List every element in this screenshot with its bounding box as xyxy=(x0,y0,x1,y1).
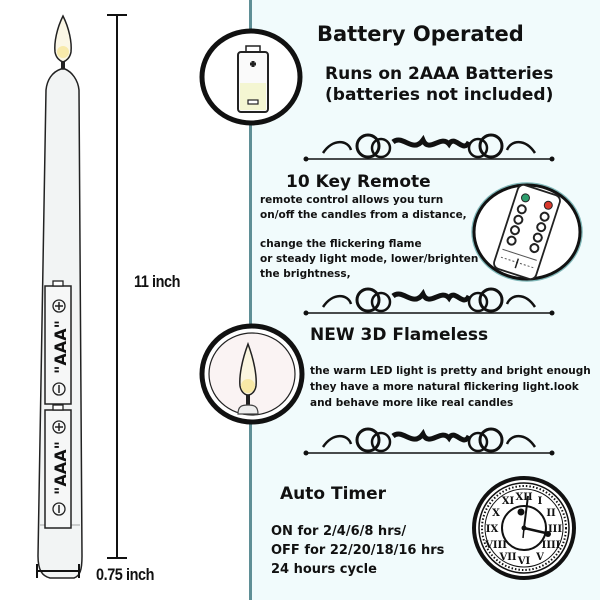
clock-icon: XII I II III IIII V VI VII VIII IX X XI xyxy=(472,476,576,580)
remote-line-1: remote control allows you turn xyxy=(260,194,444,206)
remote-title: 10 Key Remote xyxy=(286,172,431,192)
clock-numeral-xii: XII xyxy=(515,492,532,503)
battery-2-label: "AAA" xyxy=(51,441,70,495)
flameless-line-3: and behave more like real candles xyxy=(310,397,514,409)
timer-line-3: 24 hours cycle xyxy=(271,562,377,577)
taper-candle-illustration: "AAA" "AAA" xyxy=(36,14,127,579)
clock-numeral-x: X xyxy=(492,508,500,519)
height-label: 11 inch xyxy=(134,272,181,291)
clock-numeral-ix: IX xyxy=(486,524,499,535)
clock-numeral-xi: XI xyxy=(502,496,515,507)
battery-subtitle-line2: (batteries not included) xyxy=(325,85,554,105)
decorative-ornament-divider xyxy=(303,427,555,456)
clock-numeral-viii: VIII xyxy=(484,540,507,551)
remote-line-2: on/off the candles from a distance, xyxy=(260,209,467,221)
clock-numeral-v: V xyxy=(535,552,544,563)
width-dimension-line xyxy=(36,564,80,578)
battery-operated-title: Battery Operated xyxy=(317,22,524,46)
battery-icon xyxy=(199,28,303,126)
remote-line-6: the brightness, xyxy=(260,268,351,280)
flameless-title: NEW 3D Flameless xyxy=(310,325,489,345)
vertical-divider xyxy=(249,0,252,600)
battery-subtitle-line1: Runs on 2AAA Batteries xyxy=(325,64,554,84)
decorative-ornament-divider xyxy=(303,287,555,316)
clock-numeral-vi: VI xyxy=(517,556,531,567)
decorative-ornament-divider xyxy=(303,133,555,162)
remote-line-4: change the flickering flame xyxy=(260,238,422,250)
clock-numeral-iiii: IIII xyxy=(542,540,561,551)
remote-line-5: or steady light mode, lower/brighten xyxy=(260,253,479,265)
clock-numeral-iii: III xyxy=(548,524,562,535)
candle-flame-icon xyxy=(199,323,305,425)
battery-1-label: "AAA" xyxy=(51,320,70,374)
flameless-line-2: they have a more natural flickering ligh… xyxy=(310,381,579,393)
auto-timer-title: Auto Timer xyxy=(280,484,387,504)
candle-flame-icon xyxy=(54,14,72,69)
clock-numeral-ii: II xyxy=(546,508,556,519)
aaa-battery-2 xyxy=(44,404,72,529)
aaa-battery-1 xyxy=(44,280,72,405)
clock-numeral-i: I xyxy=(538,496,543,507)
remote-control-icon xyxy=(471,182,583,282)
flameless-line-1: the warm LED light is pretty and bright … xyxy=(310,365,591,377)
timer-line-1: ON for 2/4/6/8 hrs/ xyxy=(271,524,407,539)
width-label: 0.75 inch xyxy=(96,565,155,584)
height-dimension-line xyxy=(107,14,127,559)
clock-numeral-vii: VII xyxy=(498,552,516,563)
timer-line-2: OFF for 22/20/18/16 hrs xyxy=(271,543,445,558)
